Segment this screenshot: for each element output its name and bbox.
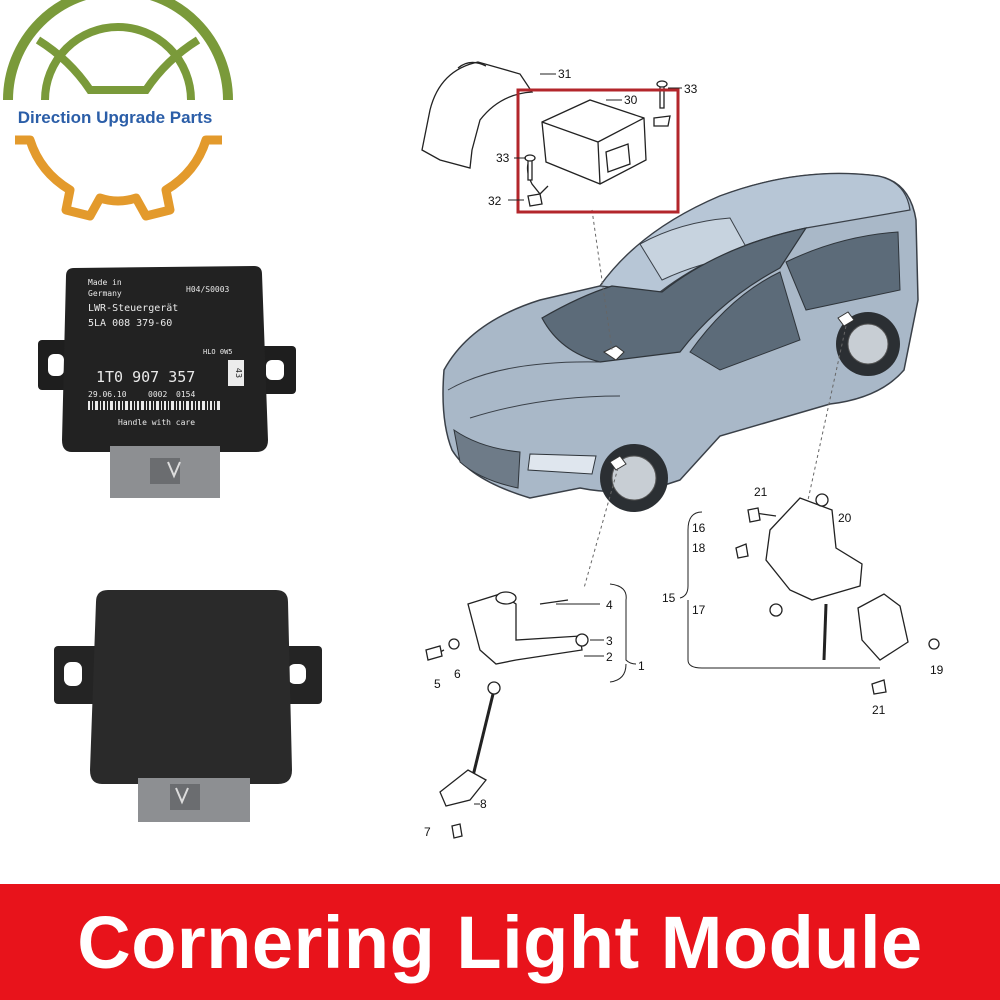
callout-19: 19 [930,663,944,677]
callout-15: 15 [662,591,676,605]
label-made-in: Made in [88,278,122,287]
bolt-21-top [747,507,761,523]
label-code-top: H04/S0003 [186,285,230,294]
label-hlo: HLO 0W5 [203,348,233,356]
callout-2: 2 [606,650,613,664]
module-back-body [90,590,292,784]
callout-21-top: 21 [754,485,768,499]
logo-gear [15,135,222,221]
callout-3: 3 [606,634,613,648]
callouts: 31 30 33 33 32 21 20 16 18 15 17 19 21 4… [424,67,944,839]
nut-19 [928,638,940,650]
label-handle: Handle with care [118,418,195,427]
label-date: 29.06.10 [88,390,127,399]
callout-8: 8 [480,797,487,811]
link-rod [470,689,496,781]
callout-30: 30 [624,93,638,107]
callout-7: 7 [424,825,431,839]
sensor-16 [765,497,863,601]
marker-front-sensor [609,455,627,471]
callout-20: 20 [838,511,852,525]
callout-33-left: 33 [496,151,510,165]
highlight-box [516,88,680,214]
callout-5: 5 [434,677,441,691]
car-illustration [442,172,919,512]
marker-rear-sensor [837,311,855,327]
callout-33-top: 33 [684,82,698,96]
nut-17 [769,603,783,617]
car-window-rear [785,231,901,311]
car-headlight [527,453,597,475]
callout-17: 17 [692,603,706,617]
logo-spokes [35,36,201,94]
car-window-front [689,271,801,371]
label-title: LWR-Steuergerät [88,303,178,314]
bracket-rear [857,593,909,661]
callout-4: 4 [606,598,613,612]
label-part-a: 5LA 008 379-60 [88,318,172,329]
module-front: Made in Germany H04/S0003 LWR-Steuergerä… [38,266,296,498]
callout-1: 1 [638,659,645,673]
bolt-18 [735,543,749,559]
assembly-top [421,61,671,207]
title-banner: Cornering Light Module [0,884,1000,1000]
car-grille [453,428,521,489]
nut-3 [575,633,589,647]
callout-32: 32 [488,194,502,208]
callout-6: 6 [454,667,461,681]
module-30 [541,99,647,185]
link-rod-rear [822,603,828,661]
label-country: Germany [88,289,122,298]
callout-31: 31 [558,67,572,81]
banner-title: Cornering Light Module [77,900,923,984]
bolt-5 [425,645,443,661]
brand-logo: Direction Upgrade Parts [3,0,233,221]
label-num1: 0002 [148,390,167,399]
car-windshield [541,227,808,363]
label-barcode [88,401,220,410]
assembly-front-sensor [425,591,589,839]
svg-text:43: 43 [234,368,243,378]
nut-32 [527,193,543,207]
module-body [62,266,268,452]
label-num2: 0154 [176,390,195,399]
assembly-rear-sensor [735,493,940,695]
washer-6 [448,638,460,650]
bracket-31 [421,61,534,169]
callout-18: 18 [692,541,706,555]
bolt-21-bottom [871,679,887,695]
module-back [54,590,322,822]
nut-7 [451,823,463,839]
leader-lines [583,209,847,589]
logo-arc-inner [41,23,195,101]
label-part-main: 1T0 907 357 [96,368,195,386]
callout-16: 16 [692,521,706,535]
logo-arc-outer [3,0,233,101]
callout-21-bottom: 21 [872,703,886,717]
nut-20 [815,493,829,507]
logo-text: Direction Upgrade Parts [18,108,213,127]
label-sticker [228,360,244,386]
bracket-8 [439,769,487,807]
